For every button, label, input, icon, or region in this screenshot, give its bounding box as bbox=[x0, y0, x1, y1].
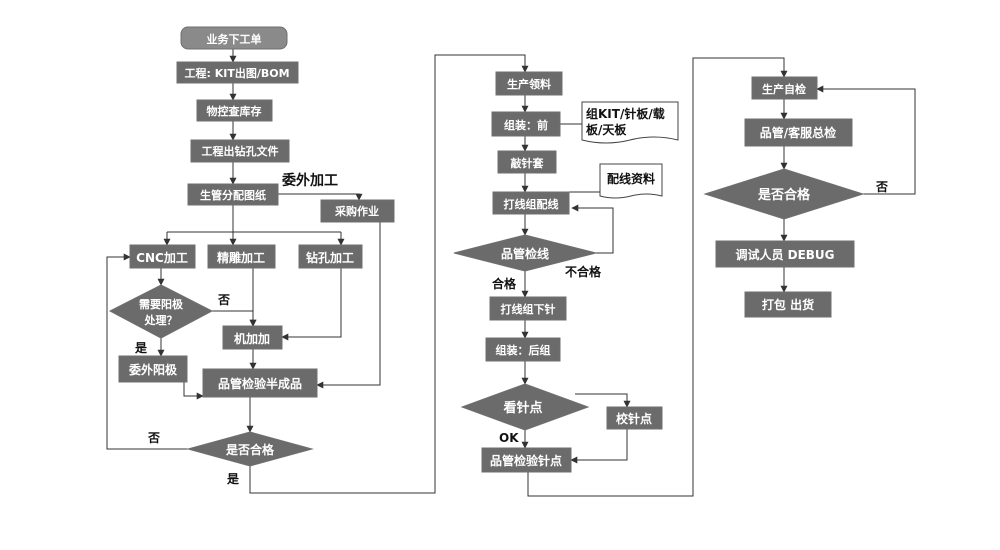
anodize-yes-label: 是 bbox=[134, 341, 148, 355]
kit-document: 组KIT/针板/载 板/天板 bbox=[581, 101, 679, 144]
assign-drawing-label: 生管分配图纸 bbox=[200, 188, 266, 202]
cnc-node[interactable]: CNC加工 bbox=[129, 244, 196, 269]
edge-assign-purchase bbox=[278, 193, 363, 201]
fix-pins-label: 校针点 bbox=[616, 411, 652, 426]
purchase-label: 采购作业 bbox=[334, 204, 379, 218]
cnc-label: CNC加工 bbox=[136, 250, 188, 265]
edge-purchase-qc bbox=[316, 222, 381, 389]
has-pins-label: 看针点 bbox=[503, 400, 542, 416]
edge-qcpins-self bbox=[527, 57, 788, 497]
edge-pass2-no bbox=[816, 85, 916, 195]
drill-node[interactable]: 钻孔加工 bbox=[298, 244, 363, 269]
engrave-label: 精雕加工 bbox=[217, 250, 265, 265]
drill-label: 钻孔加工 bbox=[306, 250, 354, 265]
drill-file-node[interactable]: 工程出钻孔文件 bbox=[190, 139, 290, 163]
machine-add-label: 机加加 bbox=[234, 331, 270, 346]
qc-pins-label: 品管检验针点 bbox=[490, 453, 562, 468]
qc-semi-label: 品管检验半成品 bbox=[218, 376, 302, 391]
edge-qc-fail bbox=[571, 204, 614, 254]
start-label: 业务下工单 bbox=[207, 32, 262, 46]
pass1-yes-label: 是 bbox=[226, 472, 240, 486]
pass1-label: 是否合格 bbox=[225, 442, 275, 457]
qc-final-label: 品管/客服总检 bbox=[760, 125, 836, 140]
edge-pass1-yes bbox=[249, 54, 529, 494]
start-node[interactable]: 业务下工单 bbox=[180, 26, 288, 50]
drill-file-label: 工程出钻孔文件 bbox=[202, 144, 279, 158]
qc-final-node[interactable]: 品管/客服总检 bbox=[744, 118, 853, 147]
assembly-back-label: 组装：后组 bbox=[496, 343, 551, 357]
edges bbox=[106, 49, 916, 497]
get-material-label: 生产领料 bbox=[507, 77, 551, 91]
edge-pass1-no bbox=[106, 253, 188, 450]
pack-ship-node[interactable]: 打包 出货 bbox=[744, 291, 832, 318]
press-sleeve-label: 敲针套 bbox=[511, 156, 545, 170]
qc-pins-node[interactable]: 品管检验针点 bbox=[481, 447, 572, 473]
check-stock-label: 物控查库存 bbox=[207, 104, 262, 118]
qc-semi-node[interactable]: 品管检验半成品 bbox=[202, 368, 318, 398]
wiring-document: 配线资料 bbox=[599, 163, 663, 199]
press-sleeve-node[interactable]: 敲针套 bbox=[497, 150, 557, 174]
pass2-no-label: 否 bbox=[875, 180, 888, 194]
has-pins-decision-node[interactable]: 看针点 bbox=[460, 383, 590, 431]
kit-doc-line2: 板/天板 bbox=[586, 122, 627, 137]
wiring-doc-label: 配线资料 bbox=[607, 171, 655, 186]
edge-haspins-fix bbox=[575, 393, 631, 408]
self-check-node[interactable]: 生产自检 bbox=[751, 76, 818, 100]
wiring-pins-node[interactable]: 打线组下针 bbox=[489, 296, 567, 321]
debug-label: 调试人员 DEBUG bbox=[735, 247, 834, 262]
outsource-anodize-node[interactable]: 委外阳极 bbox=[118, 355, 188, 383]
kit-doc-line1: 组KIT/针板/载 bbox=[586, 106, 665, 121]
outsource-anodize-label: 委外阳极 bbox=[128, 362, 178, 377]
pass-wiring-label: 合格 bbox=[492, 276, 517, 291]
assembly-back-node[interactable]: 组装：后组 bbox=[485, 337, 561, 362]
edge-drill-machine bbox=[281, 268, 342, 341]
wiring-pins-label: 打线组下针 bbox=[501, 302, 556, 316]
qc-wiring-label: 品管检线 bbox=[501, 246, 549, 261]
machine-add-node[interactable]: 机加加 bbox=[222, 325, 283, 350]
anodize-q-line2: 处理？ bbox=[144, 313, 178, 327]
kit-bom-label: 工程: KIT出图/BOM bbox=[184, 66, 289, 80]
assign-drawing-node[interactable]: 生管分配图纸 bbox=[187, 183, 279, 206]
assembly-front-label: 组装：前 bbox=[504, 118, 548, 132]
edge-fix-qcpins bbox=[570, 429, 628, 464]
pack-ship-label: 打包 出货 bbox=[762, 297, 814, 312]
pass1-decision-node[interactable]: 是否合格 bbox=[186, 431, 314, 467]
outsource-label: 委外加工 bbox=[281, 172, 338, 189]
purchase-node[interactable]: 采购作业 bbox=[320, 199, 395, 223]
assembly-front-node[interactable]: 组装：前 bbox=[491, 111, 561, 137]
pass1-no-label: 否 bbox=[147, 431, 160, 445]
qc-wiring-decision-node[interactable]: 品管检线 bbox=[453, 234, 597, 272]
kit-bom-node[interactable]: 工程: KIT出图/BOM bbox=[176, 61, 299, 84]
get-material-node[interactable]: 生产领料 bbox=[495, 71, 563, 96]
anodize-q-line1: 需要阳极 bbox=[139, 297, 184, 311]
anodize-decision-node[interactable]: 需要阳极 处理？ bbox=[108, 284, 214, 339]
self-check-label: 生产自检 bbox=[762, 82, 806, 96]
wiring-assy-label: 打线组配线 bbox=[504, 197, 559, 211]
pass2-decision-node[interactable]: 是否合格 bbox=[703, 168, 865, 220]
engrave-node[interactable]: 精雕加工 bbox=[207, 244, 276, 269]
fail-wiring-label: 不合格 bbox=[565, 264, 602, 279]
edge-outsource-qc bbox=[183, 382, 204, 400]
edge-anodize-no bbox=[212, 310, 257, 327]
check-stock-node[interactable]: 物控查库存 bbox=[196, 99, 273, 122]
debug-node[interactable]: 调试人员 DEBUG bbox=[715, 240, 855, 268]
wiring-assy-node[interactable]: 打线组配线 bbox=[492, 191, 570, 215]
pass2-label: 是否合格 bbox=[757, 187, 811, 203]
ok-label: OK bbox=[499, 431, 519, 445]
fix-pins-node[interactable]: 校针点 bbox=[606, 406, 663, 430]
anodize-no-label: 否 bbox=[217, 293, 230, 307]
